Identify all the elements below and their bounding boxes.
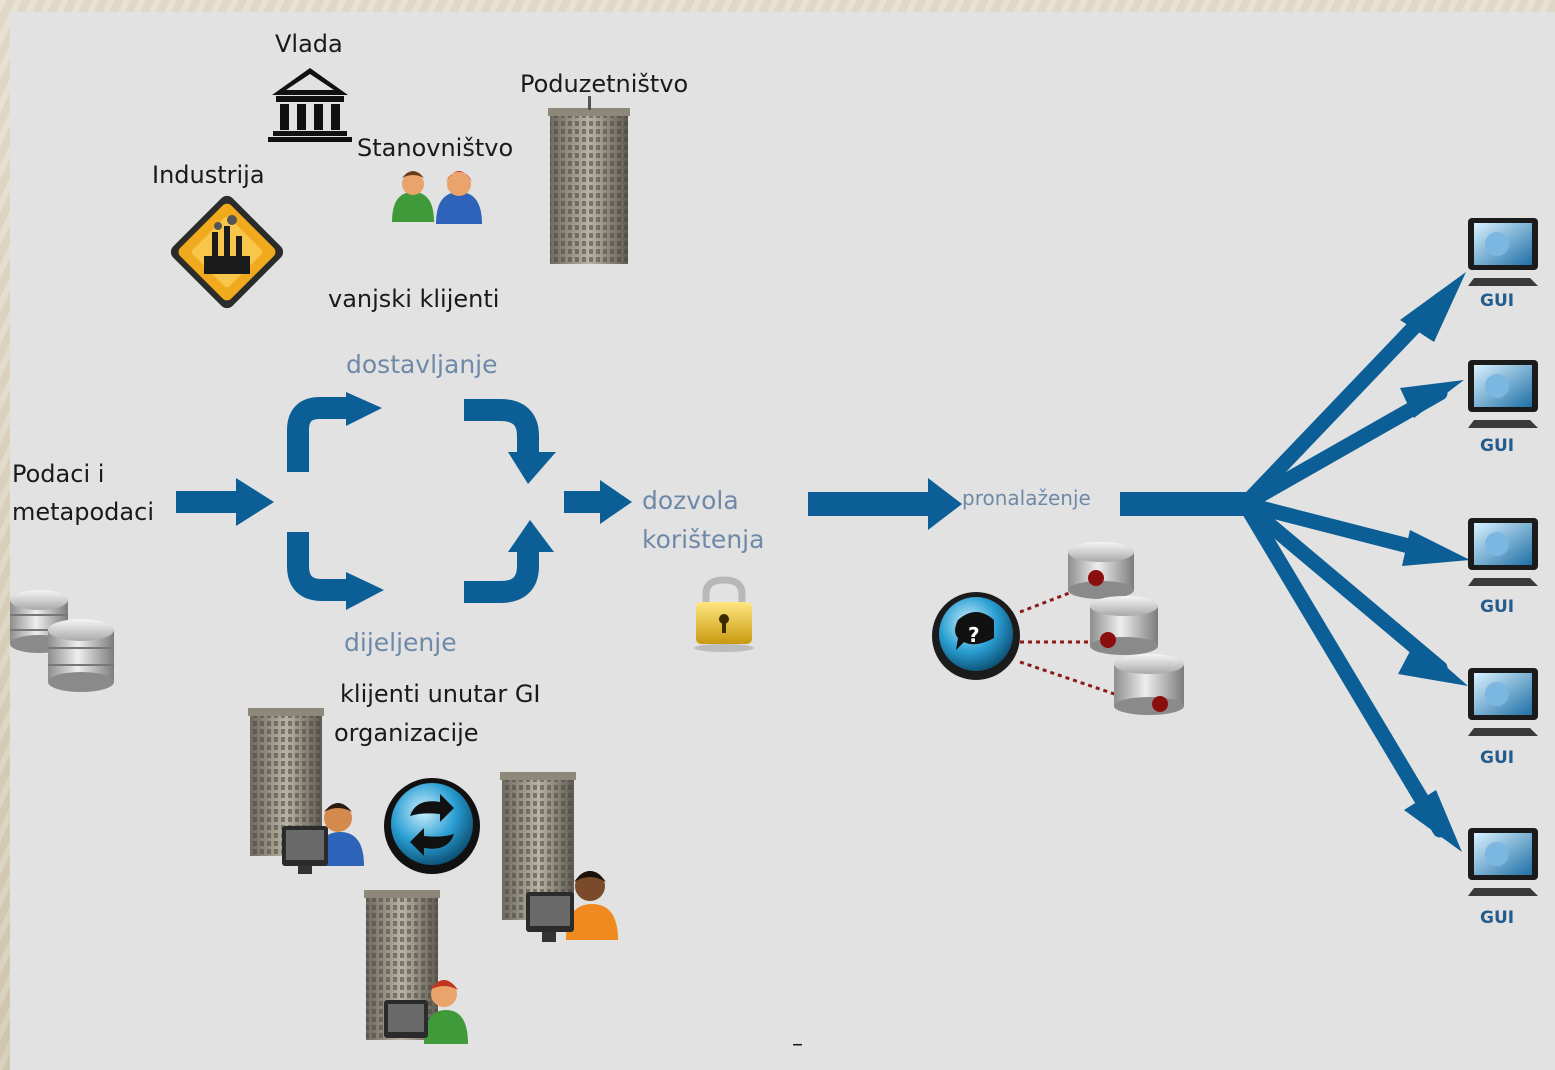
permission-arrow: [564, 480, 632, 524]
diagram-graphics: ?: [10, 68, 1538, 1044]
government-building-icon: [268, 68, 352, 142]
cycle-arrow-bottom-right: [464, 520, 554, 603]
gui-label: GUI: [1480, 748, 1515, 768]
gui-label: GUI: [1480, 908, 1515, 928]
user-at-computer-icon: [526, 871, 618, 942]
gui-label: GUI: [1480, 436, 1515, 456]
cycle-arrow-top-left: [287, 392, 382, 472]
label-source-line1: Podaci i: [12, 460, 105, 488]
lock-icon: [694, 576, 754, 652]
computer-monitor-icon: [1468, 360, 1538, 428]
label-dozvola-line1: dozvola: [642, 486, 739, 515]
database-icon: [1090, 596, 1158, 655]
footer-mark: –: [792, 1032, 803, 1057]
database-icon: [10, 590, 114, 692]
label-dijeljenje: dijeljenje: [344, 628, 457, 657]
label-dozvola-line2: korištenja: [642, 525, 765, 554]
label-industrija: Industrija: [152, 161, 265, 189]
sync-icon: [384, 778, 480, 874]
computer-monitor-icon: [1468, 218, 1538, 286]
fan-out-arrowheads: [1398, 272, 1470, 852]
label-pronalazenje: pronalaženje: [962, 486, 1091, 510]
retrieval-arrow: [808, 478, 962, 530]
gui-label: GUI: [1480, 291, 1515, 311]
label-internal-line2: organizacije: [334, 719, 479, 747]
gui-label: GUI: [1480, 597, 1515, 617]
user-at-computer-icon: [384, 980, 468, 1044]
label-poduzetnistvo: Poduzetništvo: [520, 70, 689, 98]
computer-monitor-icon: [1468, 828, 1538, 896]
label-source-line2: metapodaci: [12, 498, 154, 526]
computer-monitor-icon: [1468, 668, 1538, 736]
input-arrow: [176, 478, 274, 526]
cycle-arrow-top-right: [464, 399, 556, 484]
label-internal-line1: klijenti unutar GI: [340, 680, 541, 708]
label-stanovnistvo: Stanovništvo: [357, 134, 514, 162]
label-dostavljanje: dostavljanje: [346, 350, 498, 379]
query-question-icon: ?: [932, 592, 1020, 680]
svg-text:?: ?: [968, 623, 980, 647]
database-icon: [1114, 654, 1184, 715]
user-at-computer-icon: [282, 803, 364, 874]
people-icon: [392, 171, 482, 224]
database-icon: [1068, 542, 1134, 599]
computer-monitor-icon: [1468, 518, 1538, 586]
cycle-arrow-bottom-left: [287, 532, 384, 610]
label-external-clients: vanjski klijenti: [328, 285, 500, 313]
label-vlada: Vlada: [275, 30, 343, 58]
office-tower-icon: [548, 96, 630, 264]
factory-warning-icon: [170, 195, 284, 309]
slide-canvas: ?: [10, 12, 1555, 1070]
fan-out-stem: [1120, 492, 1250, 516]
fan-out-arrows: [1237, 292, 1448, 838]
